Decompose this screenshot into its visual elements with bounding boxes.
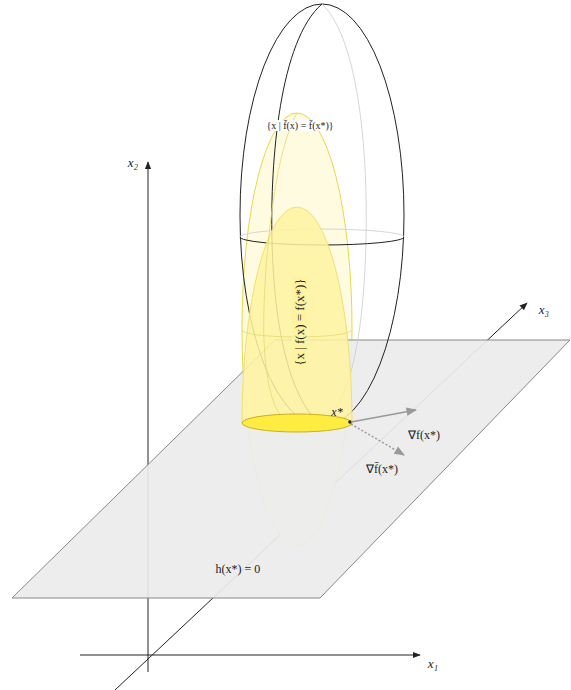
gradient-fbar-arrow [351,424,404,455]
gradient-label: ∇f(x*) [406,429,442,442]
gradient-f-arrow [351,410,416,422]
level-set-label: {x | f(x) = f(x*)} [293,276,307,367]
x1-axis [80,655,420,656]
constraint-label: h(x*) = 0 [214,563,263,576]
level-set-label: {x | f̄(x) = f̄(x*)} [264,120,335,131]
axis-label: x₂ [126,156,140,170]
axis-label: x₁ [426,657,440,671]
gradient-label: ∇f̄(x*) [364,463,400,476]
outer-ellipsoid [240,4,404,426]
point-label: x* [329,406,344,419]
axis-label: x₃ [537,303,551,317]
level-set-ellipsoid [242,207,352,423]
inner-meridian [264,113,297,425]
